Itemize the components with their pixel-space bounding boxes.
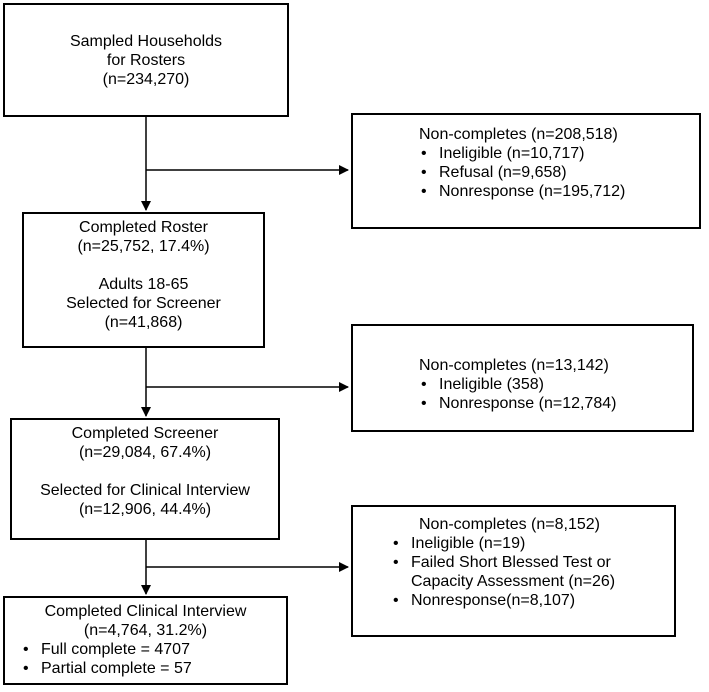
- noncomplete-3-ineligible: Ineligible (n=19): [389, 534, 674, 553]
- noncomplete-2-ineligible: Ineligible (358): [417, 375, 692, 394]
- noncomplete-1-title: Non-completes (n=208,518): [419, 126, 618, 143]
- screener-box: Completed Screener (n=29,084, 67.4%) Sel…: [10, 418, 280, 540]
- noncomplete-1-bullets: Ineligible (n=10,717) Refusal (n=9,658) …: [417, 144, 699, 201]
- noncomplete-2-nonresponse: Nonresponse (n=12,784): [417, 394, 692, 413]
- clinical-bullets: Full complete = 4707 Partial complete = …: [5, 640, 286, 678]
- noncomplete-3-failed-sbt: Failed Short Blessed Test or: [389, 553, 674, 572]
- roster-selected-count: (n=41,868): [104, 314, 183, 331]
- roster-adults: Adults 18-65: [98, 276, 189, 293]
- households-box: Sampled Households for Rosters (n=234,27…: [3, 3, 289, 117]
- noncomplete-3-nonresponse: Nonresponse(n=8,107): [389, 591, 674, 610]
- noncomplete-1-ineligible: Ineligible (n=10,717): [417, 144, 699, 163]
- clinical-title: Completed Clinical Interview: [44, 603, 247, 620]
- roster-count: (n=25,752, 17.4%): [77, 238, 210, 255]
- noncomplete-3-bullets: Ineligible (n=19) Failed Short Blessed T…: [389, 534, 674, 610]
- screener-selected-count: (n=12,906, 44.4%): [78, 501, 212, 518]
- households-line-3: (n=234,270): [102, 71, 190, 88]
- noncomplete-1-refusal: Refusal (n=9,658): [417, 163, 699, 182]
- noncomplete-box-3: Non-completes (n=8,152) Ineligible (n=19…: [351, 505, 676, 637]
- screener-count: (n=29,084, 67.4%): [78, 444, 212, 461]
- noncomplete-box-2: Non-completes (n=13,142) Ineligible (358…: [351, 324, 694, 432]
- clinical-bullet-partial: Partial complete = 57: [19, 659, 286, 678]
- noncomplete-2-bullets: Ineligible (358) Nonresponse (n=12,784): [417, 375, 692, 413]
- noncomplete-3-title: Non-completes (n=8,152): [419, 516, 600, 533]
- roster-title: Completed Roster: [79, 219, 208, 236]
- clinical-count: (n=4,764, 31.2%): [83, 622, 208, 639]
- households-line-1: Sampled Households: [69, 33, 223, 50]
- noncomplete-box-1: Non-completes (n=208,518) Ineligible (n=…: [351, 113, 701, 229]
- clinical-box: Completed Clinical Interview (n=4,764, 3…: [3, 596, 288, 685]
- screener-selected: Selected for Clinical Interview: [40, 482, 250, 499]
- noncomplete-1-nonresponse: Nonresponse (n=195,712): [417, 182, 699, 201]
- noncomplete-3-capacity: Capacity Assessment (n=26): [411, 573, 616, 590]
- clinical-bullet-full: Full complete = 4707: [19, 640, 286, 659]
- screener-title: Completed Screener: [71, 425, 219, 442]
- roster-selected: Selected for Screener: [66, 295, 221, 312]
- households-line-2: for Rosters: [106, 52, 186, 69]
- roster-box: Completed Roster (n=25,752, 17.4%) Adult…: [22, 212, 265, 348]
- noncomplete-2-title: Non-completes (n=13,142): [419, 357, 609, 374]
